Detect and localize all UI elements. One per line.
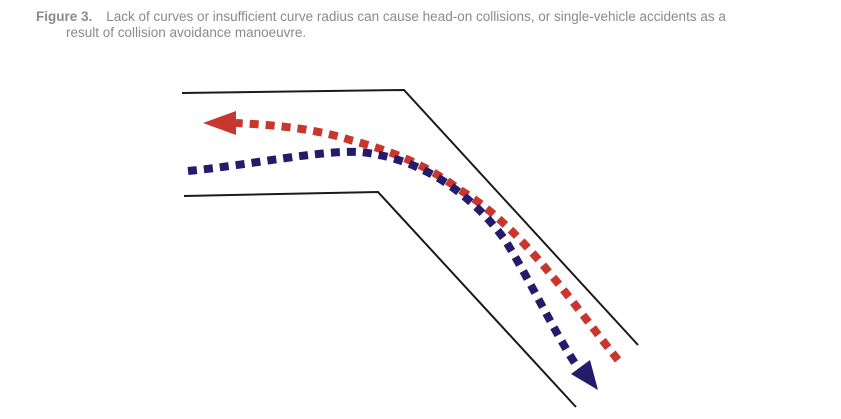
road-outer-edge	[181, 88, 639, 346]
blue-path	[187, 147, 582, 371]
caption-text-line-1: Lack of curves or insufficient curve rad…	[106, 9, 726, 24]
road-inner-edge	[183, 190, 577, 408]
red-path	[235, 119, 622, 363]
red-arrowhead-icon	[203, 111, 236, 135]
figure-caption: Figure 3. Lack of curves or insufficient …	[36, 9, 826, 41]
blue-arrowhead-icon	[571, 360, 598, 390]
figure-label: Figure 3.	[36, 9, 93, 24]
caption-text-line-2: result of collision avoidance manoeuvre.	[66, 25, 307, 40]
